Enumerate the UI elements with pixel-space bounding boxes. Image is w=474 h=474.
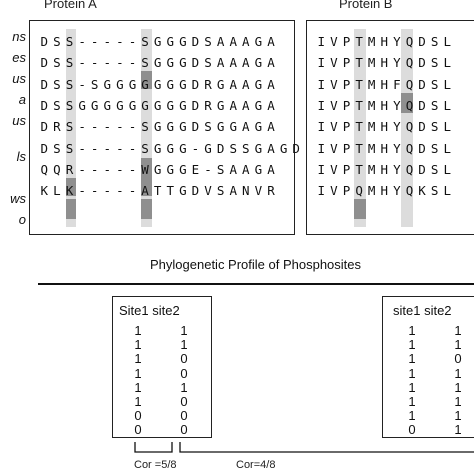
profile-value: 1 (134, 379, 142, 395)
profile-value: 1 (134, 337, 142, 353)
variant-cell-highlight (141, 178, 152, 196)
profile-value: 1 (408, 337, 416, 353)
species-label: es (12, 50, 26, 65)
profile-right-header: site1 site2 (393, 303, 452, 318)
species-label: ws (10, 191, 26, 206)
site-column-highlight (401, 29, 413, 227)
profile-value: 1 (134, 351, 142, 367)
species-label: us (12, 71, 26, 86)
profile-value: 0 (180, 408, 188, 424)
correlation-right: Cor=4/8 (236, 459, 276, 471)
variant-cell-highlight (141, 71, 152, 89)
profile-value: 1 (408, 379, 416, 395)
profile-value: 1 (454, 422, 462, 438)
profile-value: 1 (408, 394, 416, 410)
site-column-highlight (141, 29, 152, 227)
profile-value: 1 (134, 394, 142, 410)
variant-cell-highlight (141, 158, 152, 178)
profile-value: 0 (134, 422, 142, 438)
protein-a-title: Protein A (44, 0, 97, 11)
correlation-left: Cor =5/8 (134, 459, 177, 471)
profile-value: 0 (408, 422, 416, 438)
profile-divider (38, 283, 474, 285)
species-label: ns (12, 29, 26, 44)
variant-cell-highlight (141, 199, 152, 219)
profile-value: 0 (180, 394, 188, 410)
site-column-highlight (354, 29, 366, 227)
profile-value: 1 (134, 323, 142, 338)
site-column-highlight (66, 29, 76, 227)
profile-value: 1 (454, 394, 462, 410)
profile-value: 1 (408, 323, 416, 338)
profile-value: 1 (454, 379, 462, 395)
bracket-left (134, 442, 173, 453)
profile-value: 1 (454, 365, 462, 381)
profile-left-header: Site1 site2 (119, 303, 180, 318)
profile-value: 0 (180, 351, 188, 367)
species-label: us (12, 113, 26, 128)
variant-cell-highlight (66, 199, 76, 219)
profile-value: 1 (134, 365, 142, 381)
profile-title: Phylogenetic Profile of Phosphosites (150, 257, 362, 272)
profile-value: 0 (180, 422, 188, 438)
profile-value: 1 (180, 337, 188, 353)
profile-value: 1 (180, 379, 188, 395)
protein-b-title: Protein B (339, 0, 393, 11)
correlation-brackets (134, 442, 474, 453)
profile-value: 1 (408, 351, 416, 367)
profile-value: 0 (134, 408, 142, 424)
species-label: o (18, 212, 26, 227)
profile-value: 1 (180, 323, 188, 338)
bracket-right (179, 442, 474, 453)
variant-cell-highlight (354, 199, 366, 219)
profile-value: 1 (454, 408, 462, 424)
species-label: ls (16, 149, 26, 164)
profile-value: 0 (454, 351, 462, 367)
species-label: a (18, 92, 26, 107)
profile-value: 0 (180, 365, 188, 381)
profile-value: 1 (408, 365, 416, 381)
species-label-column: ns es us a us ls ws o (0, 26, 26, 250)
variant-cell-highlight (66, 178, 76, 196)
profile-value: 1 (454, 337, 462, 353)
profile-value: 1 (454, 323, 462, 338)
variant-cell-highlight (401, 93, 413, 113)
profile-value: 1 (408, 408, 416, 424)
